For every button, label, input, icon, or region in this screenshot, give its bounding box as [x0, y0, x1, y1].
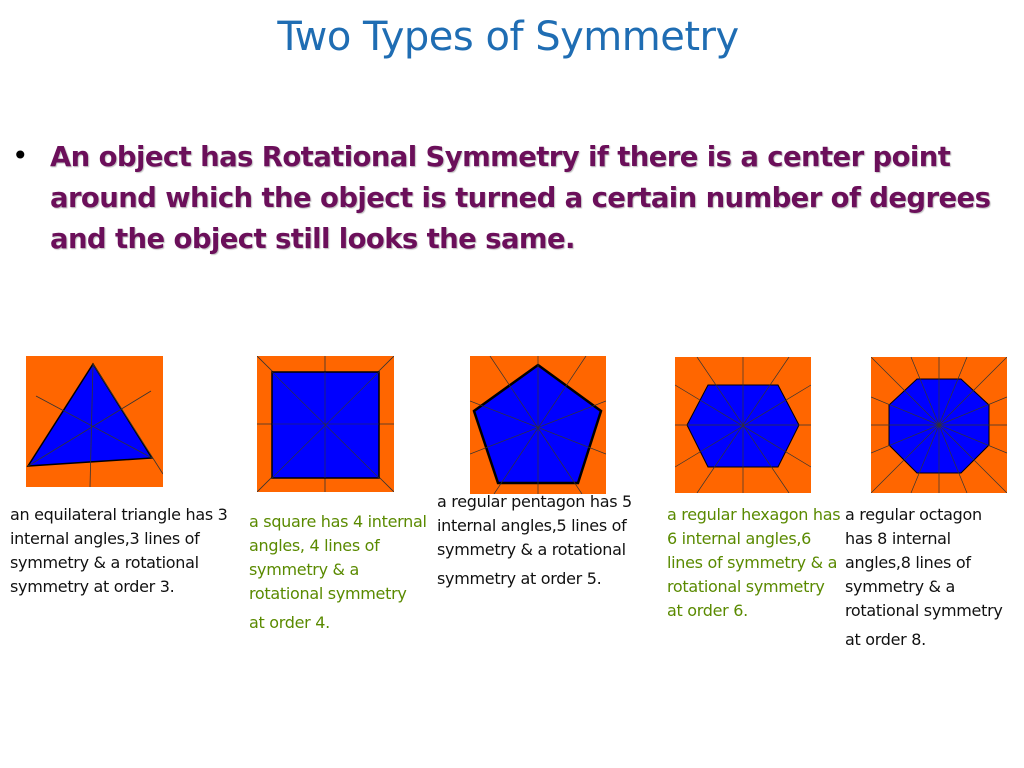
caption-line: angles,8 lines of [845, 553, 971, 572]
caption-line: rotational symmetry [845, 601, 1003, 620]
caption-line: a square has 4 internal [249, 512, 427, 531]
caption-line: rotational symmetry [249, 584, 407, 603]
caption-line: at order 8. [845, 630, 926, 649]
bullet-text: An object has Rotational Symmetry if the… [50, 141, 991, 255]
caption-line: symmetry & a [845, 577, 955, 596]
caption-line: lines of symmetry & a [667, 553, 838, 572]
caption-line: internal angles,3 lines of [10, 529, 200, 548]
caption-line: symmetry & a rotational [437, 540, 626, 559]
caption-line: at order 4. [249, 613, 330, 632]
caption-hexagon: a regular hexagon has 6 internal angles,… [667, 503, 847, 623]
caption-line: angles, 4 lines of [249, 536, 380, 555]
caption-line: a regular hexagon has [667, 505, 841, 524]
octagon-image [871, 357, 1007, 493]
caption-line: symmetry at order 5. [437, 569, 602, 588]
bullet-dot-icon: • [12, 139, 29, 172]
hexagon-image [675, 357, 811, 493]
slide-title: Two Types of Symmetry [277, 14, 739, 60]
caption-triangle: an equilateral triangle has 3 internal a… [10, 503, 245, 599]
pentagon-image [470, 356, 606, 494]
caption-line: an equilateral triangle has 3 [10, 505, 228, 524]
square-image [257, 356, 394, 492]
caption-line: internal angles,5 lines of [437, 516, 627, 535]
caption-line: 6 internal angles,6 [667, 529, 812, 548]
caption-octagon: a regular octagon has 8 internal angles,… [845, 503, 1020, 652]
caption-line: symmetry & a [249, 560, 359, 579]
triangle-image [26, 356, 163, 487]
caption-line: a regular octagon [845, 505, 982, 524]
caption-line: at order 6. [667, 601, 748, 620]
caption-line: symmetry & a rotational [10, 553, 199, 572]
caption-line: has 8 internal [845, 529, 951, 548]
caption-line: a regular pentagon has 5 [437, 492, 632, 511]
caption-line: rotational symmetry [667, 577, 825, 596]
caption-line: symmetry at order 3. [10, 577, 175, 596]
caption-square: a square has 4 internal angles, 4 lines … [249, 510, 437, 635]
caption-pentagon: a regular pentagon has 5 internal angles… [437, 490, 647, 591]
